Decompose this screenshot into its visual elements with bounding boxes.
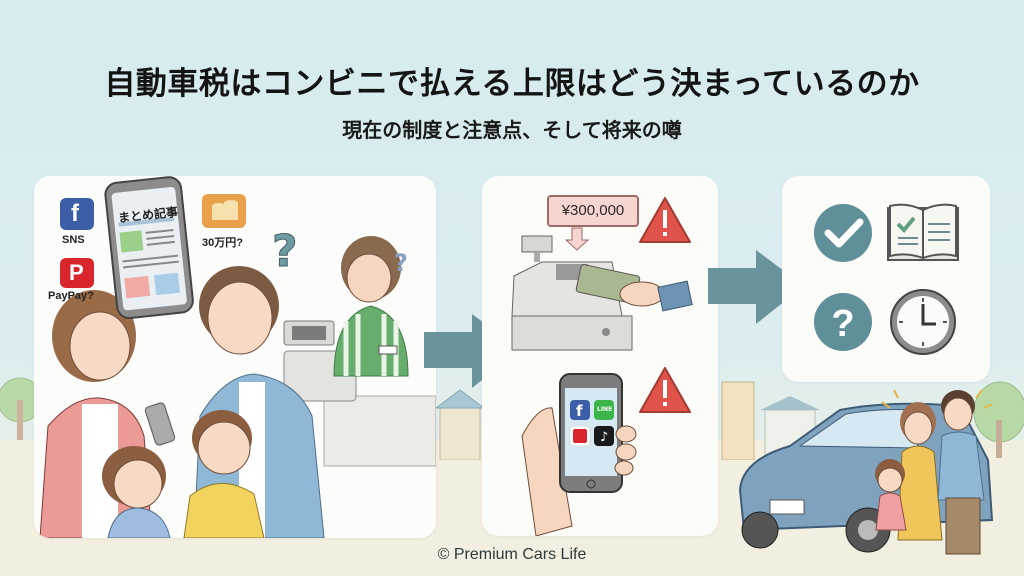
hand-with-cash — [575, 264, 693, 312]
resolution-icons: ? — [814, 203, 959, 355]
girl-figure — [102, 446, 171, 538]
svg-text:?: ? — [831, 303, 854, 345]
warning-icon-2 — [639, 367, 691, 413]
page-title: 自動車税はコンビニで払える上限はどう決まっているのか — [104, 66, 920, 102]
phone-facebook-app — [570, 400, 590, 420]
happy-father — [937, 390, 985, 555]
happy-family-car — [738, 389, 994, 555]
resolution-panel: ? — [782, 176, 990, 382]
paypay-label: PayPay? — [48, 290, 94, 302]
payment-risk-panel: f ♪ LINE — [482, 176, 718, 536]
store-clerk — [333, 236, 409, 377]
facebook-icon: f — [60, 198, 94, 230]
article-phone — [104, 176, 194, 320]
copyright-text: © Premium Cars Life — [437, 546, 587, 563]
check-icon — [814, 204, 872, 262]
tree-right — [973, 381, 1024, 458]
sparkle-lines — [881, 389, 993, 409]
coins-label: 30万円? — [202, 237, 243, 249]
flow-arrow-2 — [708, 250, 804, 324]
clock-icon — [890, 289, 956, 355]
page-subtitle: 現在の制度と注意点、そして将来の噂 — [342, 118, 682, 142]
house-mid-right — [721, 381, 820, 460]
question-mark-large: ? — [272, 226, 298, 277]
happy-mother — [897, 402, 943, 541]
book-icon — [887, 203, 959, 261]
hand-with-phone: f ♪ — [521, 373, 637, 536]
boy-figure — [183, 410, 265, 538]
house-mid-left — [434, 389, 486, 460]
father-phone — [144, 402, 176, 446]
question-icon: ? — [814, 293, 872, 351]
family-illustration: ? ? — [39, 176, 436, 538]
paypay-icon: P — [60, 258, 94, 288]
confused-family-panel: ? ? まとめ記事 f SNS P PayPay? — [34, 176, 436, 538]
phone-tiktok-app — [594, 426, 614, 446]
happy-girl — [875, 459, 907, 531]
phone-line-app — [594, 400, 614, 420]
register-illustration: f ♪ — [511, 197, 693, 536]
price-bubble: ¥300,000 — [547, 195, 639, 227]
warning-icon-1 — [639, 197, 691, 243]
svg-text:f: f — [576, 402, 583, 420]
line-app-label: LINE — [597, 406, 613, 413]
background-scenery — [0, 377, 1024, 460]
question-mark-small: ? — [394, 249, 408, 277]
sns-label: SNS — [62, 234, 85, 246]
coins-icon — [202, 194, 246, 228]
svg-text:♪: ♪ — [600, 430, 608, 445]
